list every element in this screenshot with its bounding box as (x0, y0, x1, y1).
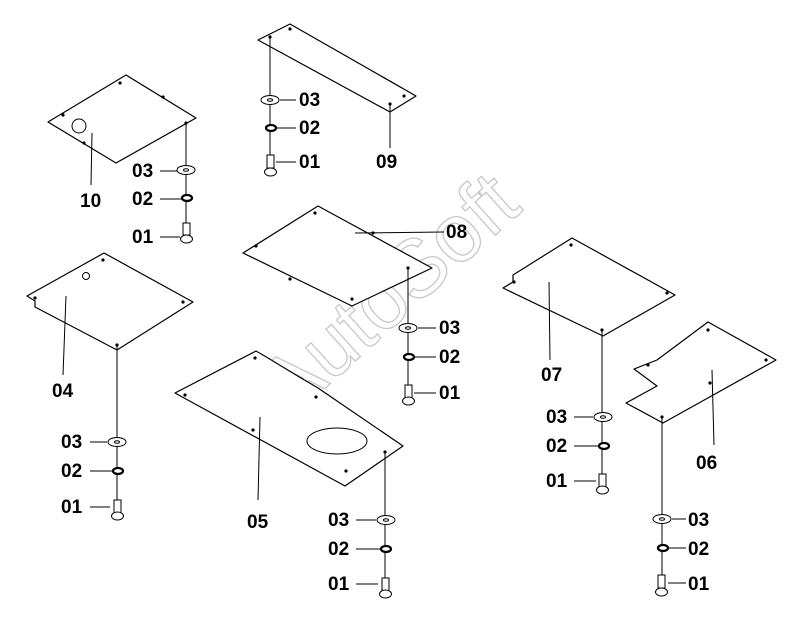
plate-09 (257, 23, 417, 113)
leader-06 (711, 369, 715, 446)
lock-washer-icon (402, 352, 416, 362)
washer-icon (593, 412, 613, 422)
label-03: 03 (299, 90, 320, 111)
label-01: 01 (61, 497, 83, 518)
plate-07 (502, 237, 676, 337)
label-04: 04 (52, 381, 74, 402)
label-01: 01 (546, 471, 568, 492)
label-02: 02 (439, 347, 460, 368)
plate-06 (625, 321, 777, 424)
label-01: 01 (328, 574, 350, 595)
lock-washer-icon (180, 193, 194, 203)
lock-washer-icon (597, 441, 611, 451)
bolt-icon (180, 222, 193, 244)
bolt-icon (655, 574, 668, 597)
plate-10 (47, 74, 197, 164)
leader-04 (62, 295, 67, 376)
label-06: 06 (696, 453, 717, 474)
bolt-icon (596, 473, 609, 495)
lock-washer-icon (111, 466, 125, 476)
leader-07 (548, 281, 551, 361)
bolt-icon (264, 154, 277, 177)
label-02: 02 (132, 189, 153, 210)
washer-icon (176, 165, 196, 175)
label-02: 02 (61, 461, 82, 482)
label-02: 02 (299, 118, 320, 139)
plate-04 (26, 252, 194, 351)
bolt-icon (402, 384, 415, 406)
label-03: 03 (546, 407, 567, 428)
label-01: 01 (688, 574, 710, 595)
plate-08 (242, 205, 433, 307)
washer-icon (398, 323, 418, 333)
washer-icon (376, 515, 396, 525)
label-05: 05 (247, 512, 269, 533)
label-07: 07 (541, 365, 562, 386)
label-01: 01 (299, 152, 321, 173)
label-10: 10 (80, 191, 101, 212)
lock-washer-icon (264, 123, 278, 133)
bolt-icon (111, 499, 124, 521)
label-02: 02 (688, 539, 709, 560)
label-02: 02 (546, 436, 567, 457)
label-09: 09 (376, 152, 397, 173)
label-03: 03 (132, 161, 153, 182)
label-03: 03 (61, 432, 82, 453)
bolt-icon (379, 577, 392, 599)
label-02: 02 (328, 539, 349, 560)
washer-icon (107, 437, 127, 447)
lock-washer-icon (656, 543, 670, 553)
label-03: 03 (439, 318, 460, 339)
washer-icon (260, 95, 280, 105)
label-03: 03 (328, 510, 349, 531)
label-01: 01 (439, 383, 461, 404)
leader-10 (90, 132, 93, 186)
leader-05 (257, 416, 261, 501)
lock-washer-icon (379, 544, 393, 554)
washer-icon (652, 514, 672, 524)
label-03: 03 (688, 510, 709, 531)
leader-08 (354, 231, 445, 234)
label-01: 01 (132, 227, 154, 248)
label-08: 08 (446, 222, 467, 243)
plate-05 (174, 350, 404, 487)
